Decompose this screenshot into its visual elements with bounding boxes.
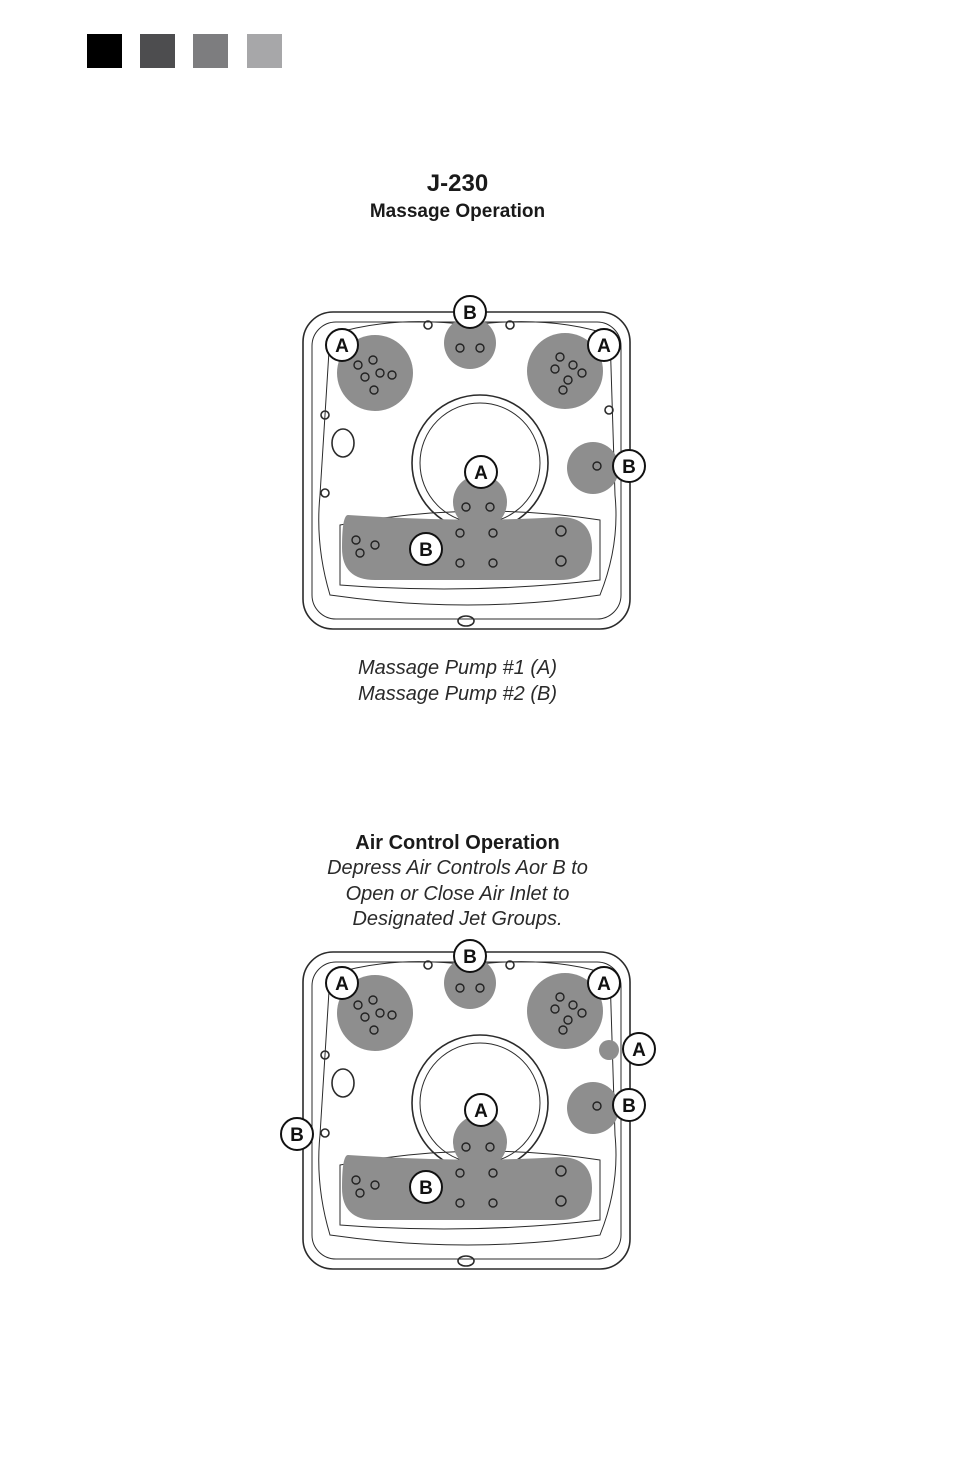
massage-heading: Massage Operation	[0, 201, 915, 223]
label-a-right-text: A	[597, 974, 611, 995]
caption-pump-2: Massage Pump #2 (B)	[0, 683, 915, 706]
label-a-left-text: A	[335, 336, 349, 357]
air-control-desc-line-2: Open or Close Air Inlet to	[0, 883, 915, 906]
label-a-left: A	[326, 329, 358, 361]
label-b-right-text: B	[622, 457, 636, 478]
air-control-diagram: A B A A A B B B	[270, 935, 670, 1275]
caption-pump-1: Massage Pump #1 (A)	[0, 657, 915, 680]
massage-diagram: A B A A B B	[270, 295, 670, 635]
tab-square-black	[87, 34, 122, 68]
label-b-top-text: B	[463, 947, 477, 968]
label-a-left-text: A	[335, 974, 349, 995]
label-b-top: B	[454, 296, 486, 328]
label-b-left-text: B	[290, 1125, 304, 1146]
label-a-right-text: A	[597, 336, 611, 357]
label-b-bottom-text: B	[419, 1178, 433, 1199]
tab-square-gray	[193, 34, 228, 68]
label-b-right: B	[613, 1089, 645, 1121]
label-a-center: A	[465, 456, 497, 488]
label-a-right: A	[588, 329, 620, 361]
label-b-top-text: B	[463, 303, 477, 324]
label-a-right: A	[588, 967, 620, 999]
label-a-center-text: A	[474, 463, 488, 484]
label-b-bottom: B	[410, 1171, 442, 1203]
label-b-top: B	[454, 940, 486, 972]
model-title: J-230	[0, 170, 915, 198]
air-control-desc-line-3: Designated Jet Groups.	[0, 908, 915, 931]
label-a-left: A	[326, 967, 358, 999]
label-a-center-text: A	[474, 1101, 488, 1122]
label-b-bottom-text: B	[419, 540, 433, 561]
label-a-side-text: A	[632, 1040, 646, 1061]
label-b-bottom: B	[410, 533, 442, 565]
tab-square-light-gray	[247, 34, 282, 68]
tab-square-dark-gray	[140, 34, 175, 68]
label-b-left: B	[281, 1118, 313, 1150]
air-control-heading: Air Control Operation	[0, 832, 915, 855]
air-control-desc-line-1: Depress Air Controls Aor B to	[0, 857, 915, 880]
label-b-right: B	[613, 450, 645, 482]
label-a-center: A	[465, 1094, 497, 1126]
label-b-right-text: B	[622, 1096, 636, 1117]
label-a-side: A	[623, 1033, 655, 1065]
